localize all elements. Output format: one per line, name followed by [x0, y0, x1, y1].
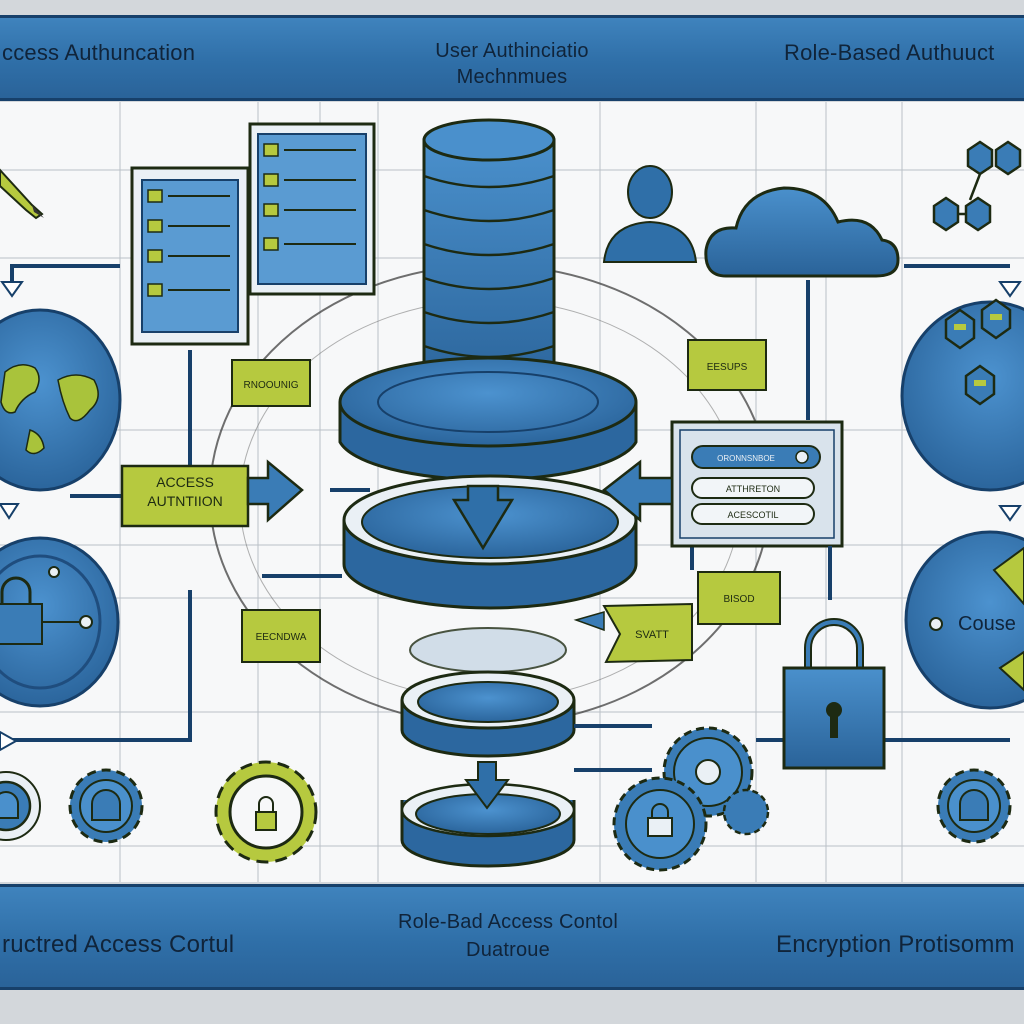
globe-icon — [0, 308, 122, 492]
course-circle-label: Couse — [958, 613, 1016, 635]
gear-cluster-icon — [612, 726, 770, 872]
tag-upper-left: RNOOUNIG — [231, 359, 311, 407]
tag-lower-right: BISOD — [697, 571, 781, 625]
hexagon-globe-icon — [900, 298, 1024, 492]
pencil-icon — [0, 168, 44, 220]
left-bottom-connector — [0, 590, 192, 752]
arrow-left-icon — [602, 459, 674, 523]
lock-gear-icon-1 — [0, 771, 41, 841]
lock-gear-icon-2 — [68, 768, 144, 844]
platform-disc-upper — [338, 356, 638, 482]
user-icon — [602, 165, 698, 263]
access-label-line1: ACCESS — [156, 474, 214, 490]
diagram-panel: ACCESS AUTNTIION RNOOUNIG EESUPS EECNDWA… — [0, 102, 1024, 882]
lime-gear-lock-icon — [214, 760, 318, 864]
footer-banner: ructred Access Cortul Role-Bad Access Co… — [0, 884, 1024, 990]
access-authentication-callout: ACCESS AUTNTIION — [120, 464, 250, 528]
tag-svatt: SVATT — [573, 602, 693, 664]
clipboard-icon-right — [248, 122, 376, 296]
tag-upper-left-text: RNOOUNIG — [244, 380, 299, 391]
arrow-down-icon-lower — [464, 761, 510, 810]
header-banner: ccess Authuncation User Authinciatio Mec… — [0, 15, 1024, 101]
tag-upper-right-text: EESUPS — [707, 362, 748, 373]
footer-left-title: ructred Access Cortul — [2, 931, 235, 958]
footer-center-title-line1: Role-Bad Access Contol — [397, 911, 619, 933]
arrow-down-icon-center — [451, 484, 515, 551]
arrow-down-icon-2 — [0, 503, 20, 520]
arrow-right-icon — [246, 459, 304, 523]
login-form-panel: ORONNSNBOE ATTHRETON ACESCOTIL — [670, 420, 844, 548]
hexagon-network-icon — [932, 140, 1022, 232]
lock-gear-icon-right — [936, 768, 1012, 844]
lower-cylinder-glass — [400, 627, 576, 758]
header-center-title-line1: User Authinciatio — [435, 40, 589, 62]
tag-lower-right-text: BISOD — [723, 594, 754, 605]
arrow-down-icon — [0, 281, 24, 298]
access-label-line2: AUTNTIION — [147, 493, 222, 509]
form-field-1-text: ORONNSNBOE — [717, 454, 775, 463]
arrow-down-icon-right — [998, 281, 1022, 298]
tag-lower-left: EECNDWA — [241, 609, 321, 663]
tag-upper-right: EESUPS — [687, 339, 767, 391]
diagram-canvas: ACCESS AUTNTIION RNOOUNIG EESUPS EECNDWA… — [0, 102, 1024, 882]
footer-right-title: Encryption Protisomm — [776, 931, 1015, 958]
form-field-3-text: ACESCOTIL — [727, 510, 778, 520]
header-center-title-line2: Mechnmues — [456, 66, 568, 88]
arrow-down-icon-right-2 — [998, 505, 1022, 522]
padlock-icon — [782, 618, 886, 770]
tag-svatt-text: SVATT — [635, 629, 669, 641]
lower-cylinder-base — [400, 782, 576, 868]
form-field-2-text: ATTHRETON — [726, 484, 780, 494]
cloud-icon — [704, 186, 900, 278]
tag-lower-left-text: EECNDWA — [256, 632, 307, 643]
course-circle: Couse — [904, 530, 1024, 710]
header-left-title: ccess Authuncation — [2, 40, 196, 65]
footer-center-title-line2: Duatroue — [466, 939, 550, 961]
lock-circle-icon — [0, 536, 120, 708]
header-right-title: Role-Based Authuuct — [784, 40, 995, 65]
clipboard-icon-left — [130, 166, 250, 346]
